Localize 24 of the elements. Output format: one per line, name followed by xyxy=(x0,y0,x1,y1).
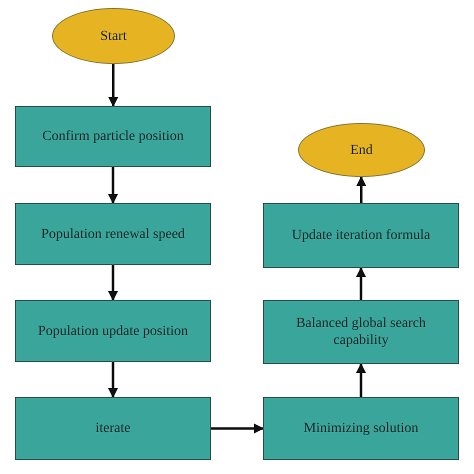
node-label: End xyxy=(350,142,373,158)
arrow xyxy=(108,362,118,398)
node-label: iterate xyxy=(96,420,130,437)
node-label: Population update position xyxy=(38,322,188,340)
process-box xyxy=(15,203,211,265)
node-label: Confirm particle position xyxy=(42,128,184,145)
process-box xyxy=(15,397,211,460)
process-box xyxy=(15,300,211,362)
arrow xyxy=(356,363,366,397)
node-label: Update iteration formula xyxy=(292,227,430,244)
node-label: Population renewal speed xyxy=(41,226,185,242)
process-box xyxy=(263,203,459,268)
arrow xyxy=(108,64,118,107)
arrow xyxy=(356,267,366,300)
node-label: Minimizing solution xyxy=(304,420,418,437)
arrow xyxy=(108,265,118,301)
arrow xyxy=(108,167,118,204)
process-box xyxy=(263,300,459,364)
arrow xyxy=(356,176,366,203)
process-box xyxy=(15,106,211,167)
process-box xyxy=(263,397,459,460)
node-label: Start xyxy=(100,28,127,44)
node-label: Balanced global search capability xyxy=(295,315,427,349)
arrow xyxy=(211,424,264,434)
